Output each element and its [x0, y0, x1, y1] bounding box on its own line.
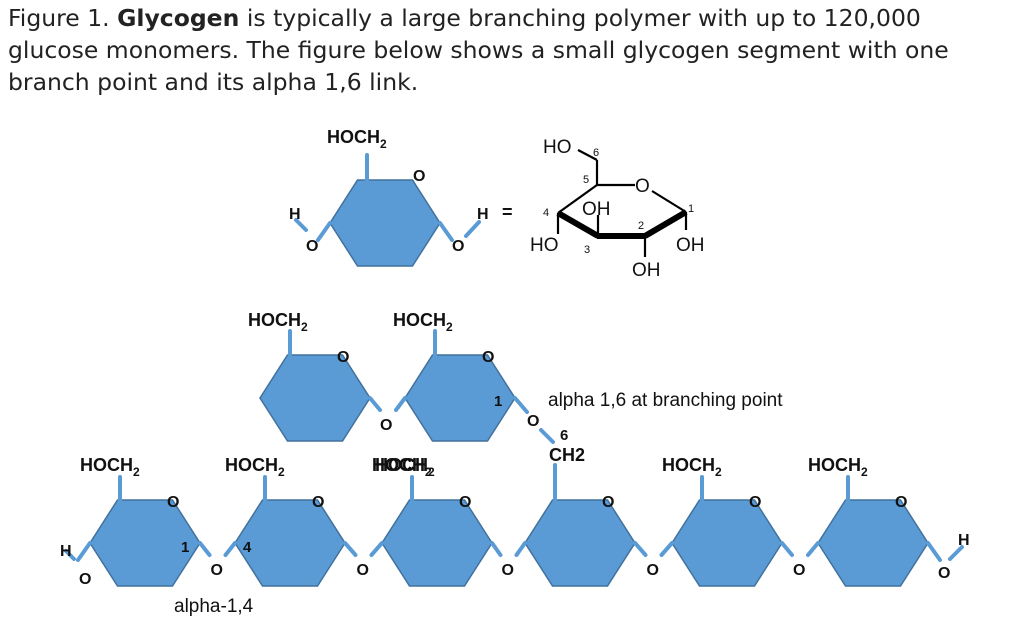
- glycosidic-oxygen-chain-1: O: [211, 562, 223, 579]
- position-4-chain: 4: [243, 539, 252, 556]
- end-bond-h-left: [64, 549, 76, 561]
- glycosidic-oxygen-branch: O: [380, 417, 392, 434]
- hoch2-label-chain-6: HOCH2: [808, 455, 868, 479]
- end-hydrogen-left: H: [60, 543, 72, 560]
- glycosidic-bond-chain-4a: [633, 541, 648, 557]
- glycosidic-oxygen-chain-3: O: [502, 562, 514, 579]
- ring-oxygen-chain-6: O: [895, 494, 907, 511]
- glucose-rings: [89, 179, 929, 587]
- glycosidic-bond-chain-2a: [343, 541, 358, 557]
- glycosidic-bond-chain-3b: [514, 541, 527, 557]
- ring-bond-o-c1: [651, 190, 687, 213]
- bond-c6-oh: [577, 149, 598, 161]
- haworth-glucose: HO O OH HO OH OH 1 2 3 4 5 6: [530, 137, 705, 281]
- glycosidic-bond-chain-5a: [780, 541, 794, 557]
- glycosidic-oxygen-chain-2: O: [357, 562, 369, 579]
- glucose-ring-top: [329, 179, 441, 267]
- carbon-number-4: 4: [543, 207, 549, 219]
- glucose-ring-chain-3: [381, 499, 493, 587]
- end-bond-o-left: [76, 541, 92, 562]
- equals-sign: =: [502, 202, 513, 222]
- alpha-1-6-bond-b: [539, 428, 555, 444]
- alpha-1-6-bond-a: [513, 396, 529, 414]
- position-1-chain: 1: [181, 539, 189, 556]
- glucose-ring-chain-4: [524, 499, 636, 587]
- caption-rest: is typically a large branching polymer w…: [8, 4, 949, 96]
- carbon-number-3: 3: [584, 244, 590, 256]
- bond-o-left-top: [316, 221, 332, 242]
- glycosidic-bond-chain-2b: [369, 541, 384, 557]
- alpha-1-4-label: alpha-1,4: [174, 596, 254, 617]
- glycosidic-bond-chain-1b: [223, 541, 237, 557]
- position-6-label: 6: [560, 427, 568, 444]
- hoch2-label-top: HOCH2: [327, 127, 387, 151]
- carbon-number-1: 1: [688, 203, 694, 215]
- hoch2-label-chain-3-left: HOCH2: [375, 455, 435, 479]
- haworth-ho-left: HO: [530, 235, 559, 256]
- glycosidic-oxygen-chain-4: O: [647, 562, 659, 579]
- glucose-ring-branch-1: [259, 354, 371, 442]
- bond-h-left-top: [294, 218, 308, 232]
- ring-bond-c4-c3: [556, 210, 600, 239]
- ring-oxygen-branch-1: O: [337, 349, 349, 366]
- figure-caption: Figure 1. Glycogen is typically a large …: [8, 2, 1018, 98]
- ch2-label: CH2: [549, 445, 585, 465]
- oxygen-right-top: O: [452, 238, 464, 255]
- haworth-oh-right: OH: [676, 235, 705, 256]
- carbon-number-2: 2: [638, 220, 644, 232]
- end-oxygen-right: O: [938, 565, 950, 582]
- hoch2-label-chain-1: HOCH2: [80, 455, 140, 479]
- ring-oxygen-branch-2: O: [482, 349, 494, 366]
- ring-oxygen-top: O: [413, 168, 425, 185]
- carbon-number-5: 5: [583, 174, 589, 186]
- glycosidic-bond-chain-1a: [198, 541, 212, 557]
- ring-oxygen-chain-3: O: [459, 494, 471, 511]
- ring-bond-c2-c1: [643, 209, 688, 239]
- carbon-number-6: 6: [593, 147, 599, 159]
- hoch2-label-chain-2: HOCH2: [225, 455, 285, 479]
- branch-point-label: alpha 1,6 at branching point: [548, 390, 783, 411]
- glycosidic-bond-chain-5b: [806, 541, 820, 557]
- position-1-branch: 1: [494, 393, 502, 410]
- glucose-ring-chain-2: [234, 499, 346, 587]
- caption-term: Glycogen: [117, 4, 240, 32]
- bonds: [64, 153, 964, 562]
- glycosidic-bond-chain-4b: [659, 541, 674, 557]
- ring-oxygen-chain-5: O: [749, 494, 761, 511]
- hydrogen-left-top: H: [289, 206, 301, 223]
- bond-o-right-top: [438, 221, 454, 242]
- caption-lead: Figure 1.: [8, 4, 118, 32]
- end-hydrogen-right: H: [958, 532, 970, 549]
- haworth-ho-top: HO: [543, 137, 572, 158]
- ring-oxygen-chain-1: O: [167, 494, 179, 511]
- haworth-ring-oxygen: O: [635, 176, 650, 197]
- glycosidic-oxygen-chain-5: O: [793, 562, 805, 579]
- hoch2-label-chain-5: HOCH2: [662, 455, 722, 479]
- glycosidic-bond-branch-a: [368, 396, 382, 412]
- glucose-ring-chain-5: [671, 499, 783, 587]
- haworth-oh-mid: OH: [582, 199, 611, 220]
- ring-oxygen-chain-4: O: [602, 494, 614, 511]
- end-bond-h-right: [948, 545, 964, 561]
- glucose-ring-chain-6: [817, 499, 929, 587]
- end-bond-o-right: [926, 541, 942, 562]
- end-oxygen-left: O: [79, 571, 91, 588]
- hoch2-label-branch-2: HOCH2: [393, 310, 453, 334]
- hydrogen-right-top: H: [477, 206, 489, 223]
- glycosidic-bond-chain-3a: [490, 541, 503, 557]
- bond-h-right-top: [464, 220, 481, 238]
- oxygen-left-top: O: [306, 238, 318, 255]
- glycosidic-bond-branch-b: [394, 396, 407, 412]
- ring-bond-c5-c4: [557, 184, 598, 214]
- hoch2-label-chain-3: HOCH2: [372, 455, 432, 479]
- alpha-1-6-oxygen: O: [527, 413, 539, 430]
- haworth-oh-bottom: OH: [632, 260, 661, 281]
- ring-oxygen-chain-2: O: [312, 494, 324, 511]
- hoch2-label-branch-1: HOCH2: [248, 310, 308, 334]
